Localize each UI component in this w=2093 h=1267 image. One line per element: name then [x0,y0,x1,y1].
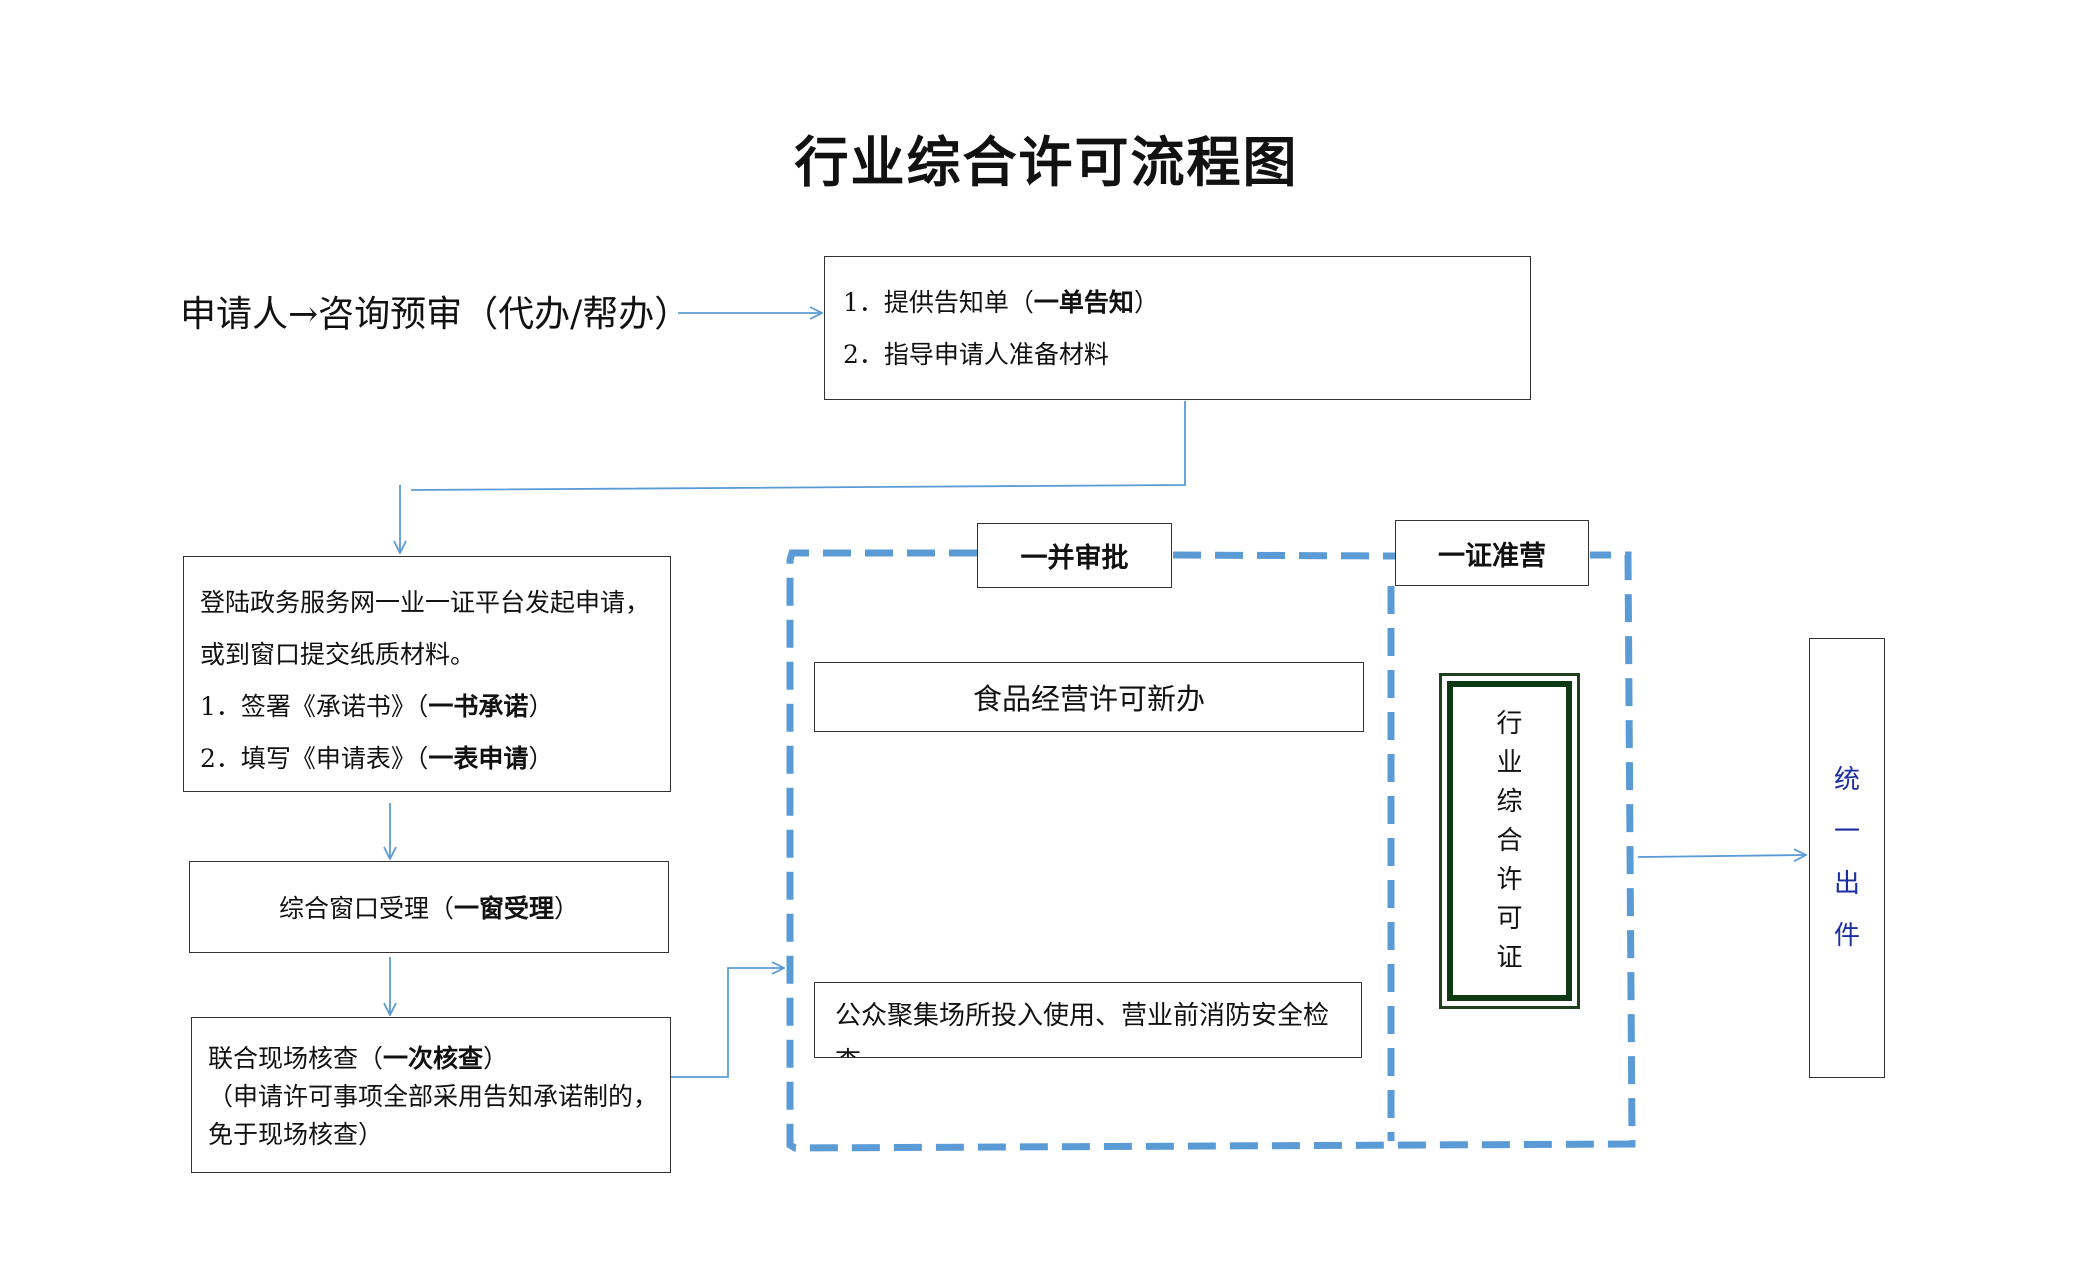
notify-line-2: 2．指导申请人准备材料 [843,340,1109,369]
joint-line-1-suffix: ） [483,1044,509,1073]
approval-dashed-frame-top-mid [1172,551,1396,560]
apply-line-4: 2．填写《申请表》（一表申请） [200,733,654,785]
apply-line-1: 登陆政务服务网一业一证平台发起申请， [200,588,651,617]
apply-line-3: 1．签署《承诺书》（一书承诺） [200,681,654,733]
unified-issue-text: 统 一 出 件 [1834,754,1860,962]
window-accept-box: 综合窗口受理（一窗受理） [189,861,669,953]
permit-char: 证 [1496,942,1523,973]
food-license-box: 食品经营许可新办 [814,662,1364,732]
permit-char: 行 [1496,708,1523,739]
window-bold: 一窗受理 [453,894,554,923]
apply-line-4-bold: 一表申请 [428,744,529,773]
notify-box: 1．提供告知单（一单告知） 2．指导申请人准备材料 [824,256,1531,400]
permit-char: 合 [1496,825,1523,856]
apply-line-4-prefix: 2．填写《申请表》（ [200,744,429,773]
applicant-consult-label: 申请人→咨询预审（代办/帮办） [180,294,691,335]
notify-line-1: 1．提供告知单（一单告知） [843,277,1512,329]
permit-char: 可 [1496,903,1523,934]
issue-char: 件 [1833,921,1860,951]
notify-line-1-bold: 一单告知 [1033,288,1134,317]
unified-issue-box: 统 一 出 件 [1809,638,1885,1078]
page-title: 行业综合许可流程图 [794,131,1299,194]
window-suffix: ） [554,894,580,923]
issue-char: 出 [1833,869,1860,899]
apply-line-3-bold: 一书承诺 [428,692,529,721]
industry-permit-inner: 行 业 综 合 许 可 证 [1447,681,1572,1001]
apply-line-4-suffix: ） [528,744,554,773]
one-license-tab: 一证准营 [1395,520,1589,586]
joint-line-1-bold: 一次核查 [383,1044,484,1073]
connector-notify-to-apply [410,401,1186,491]
notify-line-1-prefix: 1．提供告知单（ [843,288,1034,317]
window-prefix: 综合窗口受理（ [278,894,454,923]
issue-char: 一 [1833,817,1860,847]
notify-line-1-suffix: ） [1133,288,1159,317]
joint-inspection-box: 联合现场核查（一次核查） （申请许可事项全部采用告知承诺制的， 免于现场核查） [191,1017,671,1173]
apply-line-3-prefix: 1．签署《承诺书》（ [200,692,429,721]
joint-line-2: （申请许可事项全部采用告知承诺制的， [208,1082,659,1111]
permit-char: 业 [1496,747,1523,778]
arrow-permit-to-issue [1637,855,1806,857]
permit-char: 综 [1496,786,1523,817]
arrow-joint-to-approval [671,968,784,1078]
issue-char: 统 [1833,765,1860,795]
parallel-approval-tab: 一并审批 [977,523,1172,588]
fire-safety-box: 公众聚集场所投入使用、营业前消防安全检查 [814,982,1362,1058]
industry-permit-text: 行 业 综 合 许 可 证 [1496,705,1522,978]
joint-line-1: 联合现场核查（一次核查） [208,1040,654,1078]
apply-box: 登陆政务服务网一业一证平台发起申请， 或到窗口提交纸质材料。 1．签署《承诺书》… [183,556,671,792]
permit-char: 许 [1496,864,1523,895]
apply-line-2: 或到窗口提交纸质材料。 [200,640,476,669]
apply-line-3-suffix: ） [528,692,554,721]
approval-dashed-frame [786,549,1636,1152]
industry-permit-box: 行 业 综 合 许 可 证 [1439,673,1580,1009]
joint-line-3: 免于现场核查） [208,1120,384,1149]
joint-line-1-prefix: 联合现场核查（ [208,1044,384,1073]
